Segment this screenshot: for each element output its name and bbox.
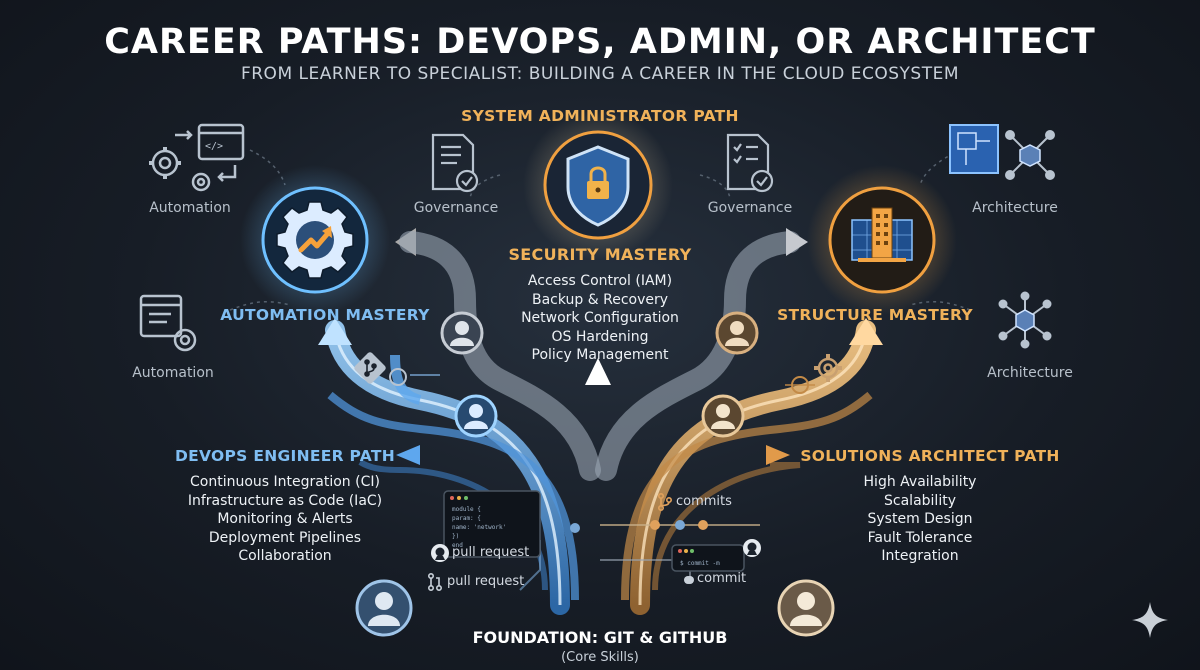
code-line: module { bbox=[452, 506, 481, 513]
automation-label-bottom: Automation bbox=[132, 365, 214, 381]
commit-label: commit bbox=[697, 571, 747, 586]
gears-code-icon: </> bbox=[149, 123, 245, 192]
arrowhead-automation bbox=[318, 318, 352, 345]
sysadmin-path-title: SYSTEM ADMINISTRATOR PATH bbox=[461, 107, 739, 125]
github-icon-right bbox=[743, 539, 761, 557]
avatar-learner-right bbox=[777, 579, 835, 637]
sparkle-icon bbox=[1132, 602, 1168, 638]
code-line: param: { bbox=[452, 515, 481, 522]
network-node-icon bbox=[998, 291, 1052, 349]
code-line: end bbox=[452, 542, 463, 549]
pull-request-label-upper: pull request bbox=[452, 545, 530, 560]
architect-skill: System Design bbox=[867, 511, 973, 527]
devops-skill-list: Continuous Integration (CI) Infrastructu… bbox=[160, 473, 410, 566]
security-mastery-title: SECURITY MASTERY bbox=[508, 245, 692, 264]
sysadmin-skill: Access Control (IAM) bbox=[527, 273, 673, 289]
code-line: }) bbox=[452, 533, 459, 540]
devops-skill: Collaboration bbox=[238, 548, 332, 564]
architect-skill: Scalability bbox=[884, 492, 956, 509]
sysadmin-skill: Network Configuration bbox=[521, 310, 679, 326]
sysadmin-skill: Policy Management bbox=[531, 347, 669, 363]
avatar-admin-right bbox=[715, 311, 759, 355]
commit-node-left bbox=[389, 368, 407, 386]
architect-path-title: SOLUTIONS ARCHITECT PATH bbox=[800, 447, 1060, 465]
automation-mastery-title: AUTOMATION MASTERY bbox=[220, 306, 430, 324]
commit-dot-icon bbox=[684, 576, 692, 584]
page-subtitle: FROM LEARNER TO SPECIALIST: BUILDING A C… bbox=[240, 64, 960, 84]
arrowhead-devops-path bbox=[396, 445, 420, 465]
automation-label-top: Automation bbox=[149, 200, 231, 216]
flow-lines bbox=[318, 228, 883, 615]
arrowhead-security bbox=[585, 358, 611, 385]
building-blueprint-icon bbox=[807, 165, 957, 315]
foundation-title: FOUNDATION: GIT & GITHUB bbox=[472, 628, 728, 647]
code-window-left: module { param: { name: 'network' }) end bbox=[443, 490, 541, 558]
devops-skill: Infrastructure as Code (IaC) bbox=[187, 492, 383, 509]
gear-small-icon bbox=[814, 354, 842, 382]
commit-node-right bbox=[791, 376, 809, 394]
architecture-label-top: Architecture bbox=[972, 200, 1058, 216]
architect-skill: Fault Tolerance bbox=[867, 529, 973, 546]
architect-skill-list: High Availability Scalability System Des… bbox=[810, 473, 1030, 566]
arrowhead-architect-path bbox=[766, 445, 790, 465]
code-line: $ commit -m bbox=[680, 560, 720, 567]
github-icon-left bbox=[431, 544, 449, 562]
sysadmin-skill: OS Hardening bbox=[551, 328, 649, 345]
svg-text:</>: </> bbox=[205, 141, 223, 152]
architecture-label-bottom: Architecture bbox=[987, 365, 1073, 381]
foundation-subtitle: (Core Skills) bbox=[561, 650, 639, 665]
architect-skill: Integration bbox=[881, 548, 959, 564]
document-check-icon-left bbox=[431, 133, 479, 193]
devops-path-title: DEVOPS ENGINEER PATH bbox=[174, 447, 396, 465]
commits-branch-icon bbox=[658, 493, 673, 512]
avatar-architect bbox=[701, 394, 745, 438]
structure-mastery-title: STRUCTURE MASTERY bbox=[777, 306, 973, 324]
avatar-admin-left bbox=[440, 311, 484, 355]
sysadmin-skill: Backup & Recovery bbox=[531, 291, 669, 308]
pull-request-label-lower: pull request bbox=[447, 574, 525, 589]
document-check-icon-right bbox=[726, 133, 774, 193]
pull-request-icon bbox=[428, 573, 443, 592]
page-title: CAREER PATHS: DEVOPS, ADMIN, OR ARCHITEC… bbox=[104, 22, 1096, 62]
code-window-gear-icon bbox=[139, 294, 197, 352]
commits-label: commits bbox=[676, 494, 732, 509]
governance-label-right: Governance bbox=[707, 200, 793, 216]
arrowhead-structure bbox=[849, 318, 883, 345]
devops-skill: Deployment Pipelines bbox=[208, 529, 362, 546]
automation-mastery-icon bbox=[240, 165, 390, 315]
devops-skill: Monitoring & Alerts bbox=[217, 511, 353, 527]
code-window-right: $ commit -m bbox=[671, 544, 745, 572]
arrowhead-structure-right bbox=[786, 228, 808, 256]
sysadmin-skill-list: Access Control (IAM) Backup & Recovery N… bbox=[450, 272, 750, 365]
architect-skill: High Availability bbox=[863, 474, 977, 490]
shield-lock-icon bbox=[523, 110, 673, 260]
code-line: name: 'network' bbox=[452, 524, 506, 531]
blueprint-network-icon bbox=[949, 124, 1055, 180]
git-branch-icon bbox=[354, 352, 386, 384]
governance-label-left: Governance bbox=[413, 200, 499, 216]
avatar-learner-left bbox=[355, 579, 413, 637]
avatar-devops bbox=[454, 394, 498, 438]
devops-skill: Continuous Integration (CI) bbox=[190, 474, 380, 490]
